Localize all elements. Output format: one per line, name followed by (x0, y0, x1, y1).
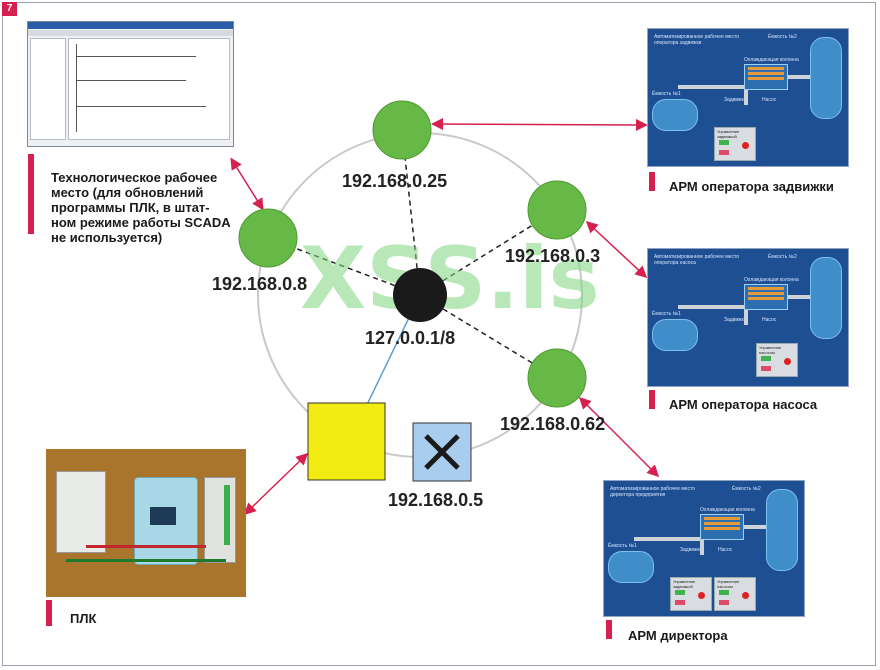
plc-photo (46, 449, 246, 597)
panel-title: Управление задвижкой (717, 129, 740, 139)
plc-caption-bar (46, 600, 52, 626)
workstation-caption-line: не используется) (51, 230, 163, 245)
node-top[interactable] (372, 100, 432, 160)
tank2-icon (810, 257, 842, 339)
node-right-upper[interactable] (527, 180, 587, 240)
pink-arrows (230, 118, 660, 516)
tank2-label: Ёмкость №2 (768, 254, 797, 260)
node-left[interactable] (238, 208, 298, 268)
valve-caption-bar (649, 172, 655, 191)
scada-screen-valve-operator: Автоматизированное рабочее место операто… (647, 28, 849, 167)
arrow-pump-operator (585, 220, 648, 279)
plc-node[interactable] (307, 402, 386, 481)
scada-screen-pump-operator: Автоматизированное рабочее место операто… (647, 248, 849, 387)
arrow-plc (243, 452, 309, 516)
label-left: 192.168.0.8 (212, 274, 307, 294)
arrow-workstation (230, 157, 264, 211)
control-panel: Управление задвижкой (714, 127, 756, 161)
scada-title: Автоматизированное рабочее место директо… (610, 486, 695, 498)
figure-number-badge: 7 (2, 2, 17, 16)
alarm-led-icon (742, 142, 749, 149)
label-disabled: 192.168.0.5 (388, 490, 483, 510)
tank1-label: Ёмкость №1 (652, 91, 681, 97)
pump-caption-bar (649, 390, 655, 409)
control-panel: Управление насосом (756, 343, 798, 377)
director-caption-bar (606, 620, 612, 639)
cooler-icon (744, 64, 788, 90)
node-center[interactable] (393, 268, 447, 322)
tank1-icon (652, 319, 698, 351)
pump-label: Насос (762, 317, 777, 323)
scada-title: Автоматизированное рабочее место операто… (654, 34, 739, 46)
disabled-node[interactable] (412, 422, 472, 482)
panel-title: Управление насосом (717, 579, 740, 589)
tank2-label: Ёмкость №2 (732, 486, 761, 492)
node-right-lower[interactable] (527, 348, 587, 408)
label-right-upper: 192.168.0.3 (505, 246, 600, 266)
workstation-caption: Технологическое рабочее место (для обнов… (51, 170, 231, 245)
valve-operator-caption: АРМ оператора задвижки (669, 179, 834, 194)
director-caption: АРМ директора (628, 628, 728, 643)
workstation-caption-line: программы ПЛК, в штат- (51, 200, 210, 215)
valve-label: Задвижка (680, 547, 703, 553)
arrow-valve-operator (431, 118, 648, 131)
tank1-icon (652, 99, 698, 131)
panel-title: Управление задвижкой (673, 579, 696, 589)
tank1-label: Ёмкость №1 (608, 543, 637, 549)
label-right-lower: 192.168.0.62 (500, 414, 605, 434)
pump-label: Насос (718, 547, 733, 553)
cooler-label: Охлаждающая колонна (744, 277, 799, 283)
scada-title: Автоматизированное рабочее место операто… (654, 254, 739, 266)
control-panel: Управление задвижкой (670, 577, 712, 611)
plc-caption: ПЛК (70, 611, 97, 626)
workstation-caption-line: Технологическое рабочее (51, 170, 218, 185)
watermark: XSS.is (300, 229, 600, 329)
cooler-icon (700, 514, 744, 540)
pump-label: Насос (762, 97, 777, 103)
workstation-caption-bar (28, 154, 34, 234)
cooler-label: Охлаждающая колонна (744, 57, 799, 63)
alarm-led-icon (698, 592, 705, 599)
tank1-icon (608, 551, 654, 583)
tank1-label: Ёмкость №1 (652, 311, 681, 317)
control-panel: Управление насосом (714, 577, 756, 611)
scada-screen-director: Автоматизированное рабочее место директо… (603, 480, 805, 617)
cooler-icon (744, 284, 788, 310)
pump-operator-caption: АРМ оператора насоса (669, 397, 818, 412)
panel-title: Управление насосом (759, 345, 782, 355)
tank2-label: Ёмкость №2 (768, 34, 797, 40)
label-center: 127.0.0.1/8 (365, 328, 455, 348)
tank2-icon (810, 37, 842, 119)
valve-label: Задвижка (724, 317, 747, 323)
workstation-screenshot (27, 21, 234, 147)
label-top: 192.168.0.25 (342, 171, 447, 191)
workstation-caption-line: место (для обновлений (51, 185, 204, 200)
workstation-caption-line: ном режиме работы SCADA (51, 215, 231, 230)
cooler-label: Охлаждающая колонна (700, 507, 755, 513)
tank2-icon (766, 489, 798, 571)
arrow-director (578, 396, 660, 478)
alarm-led-icon (784, 358, 791, 365)
alarm-led-icon (742, 592, 749, 599)
valve-label: Задвижка (724, 97, 747, 103)
